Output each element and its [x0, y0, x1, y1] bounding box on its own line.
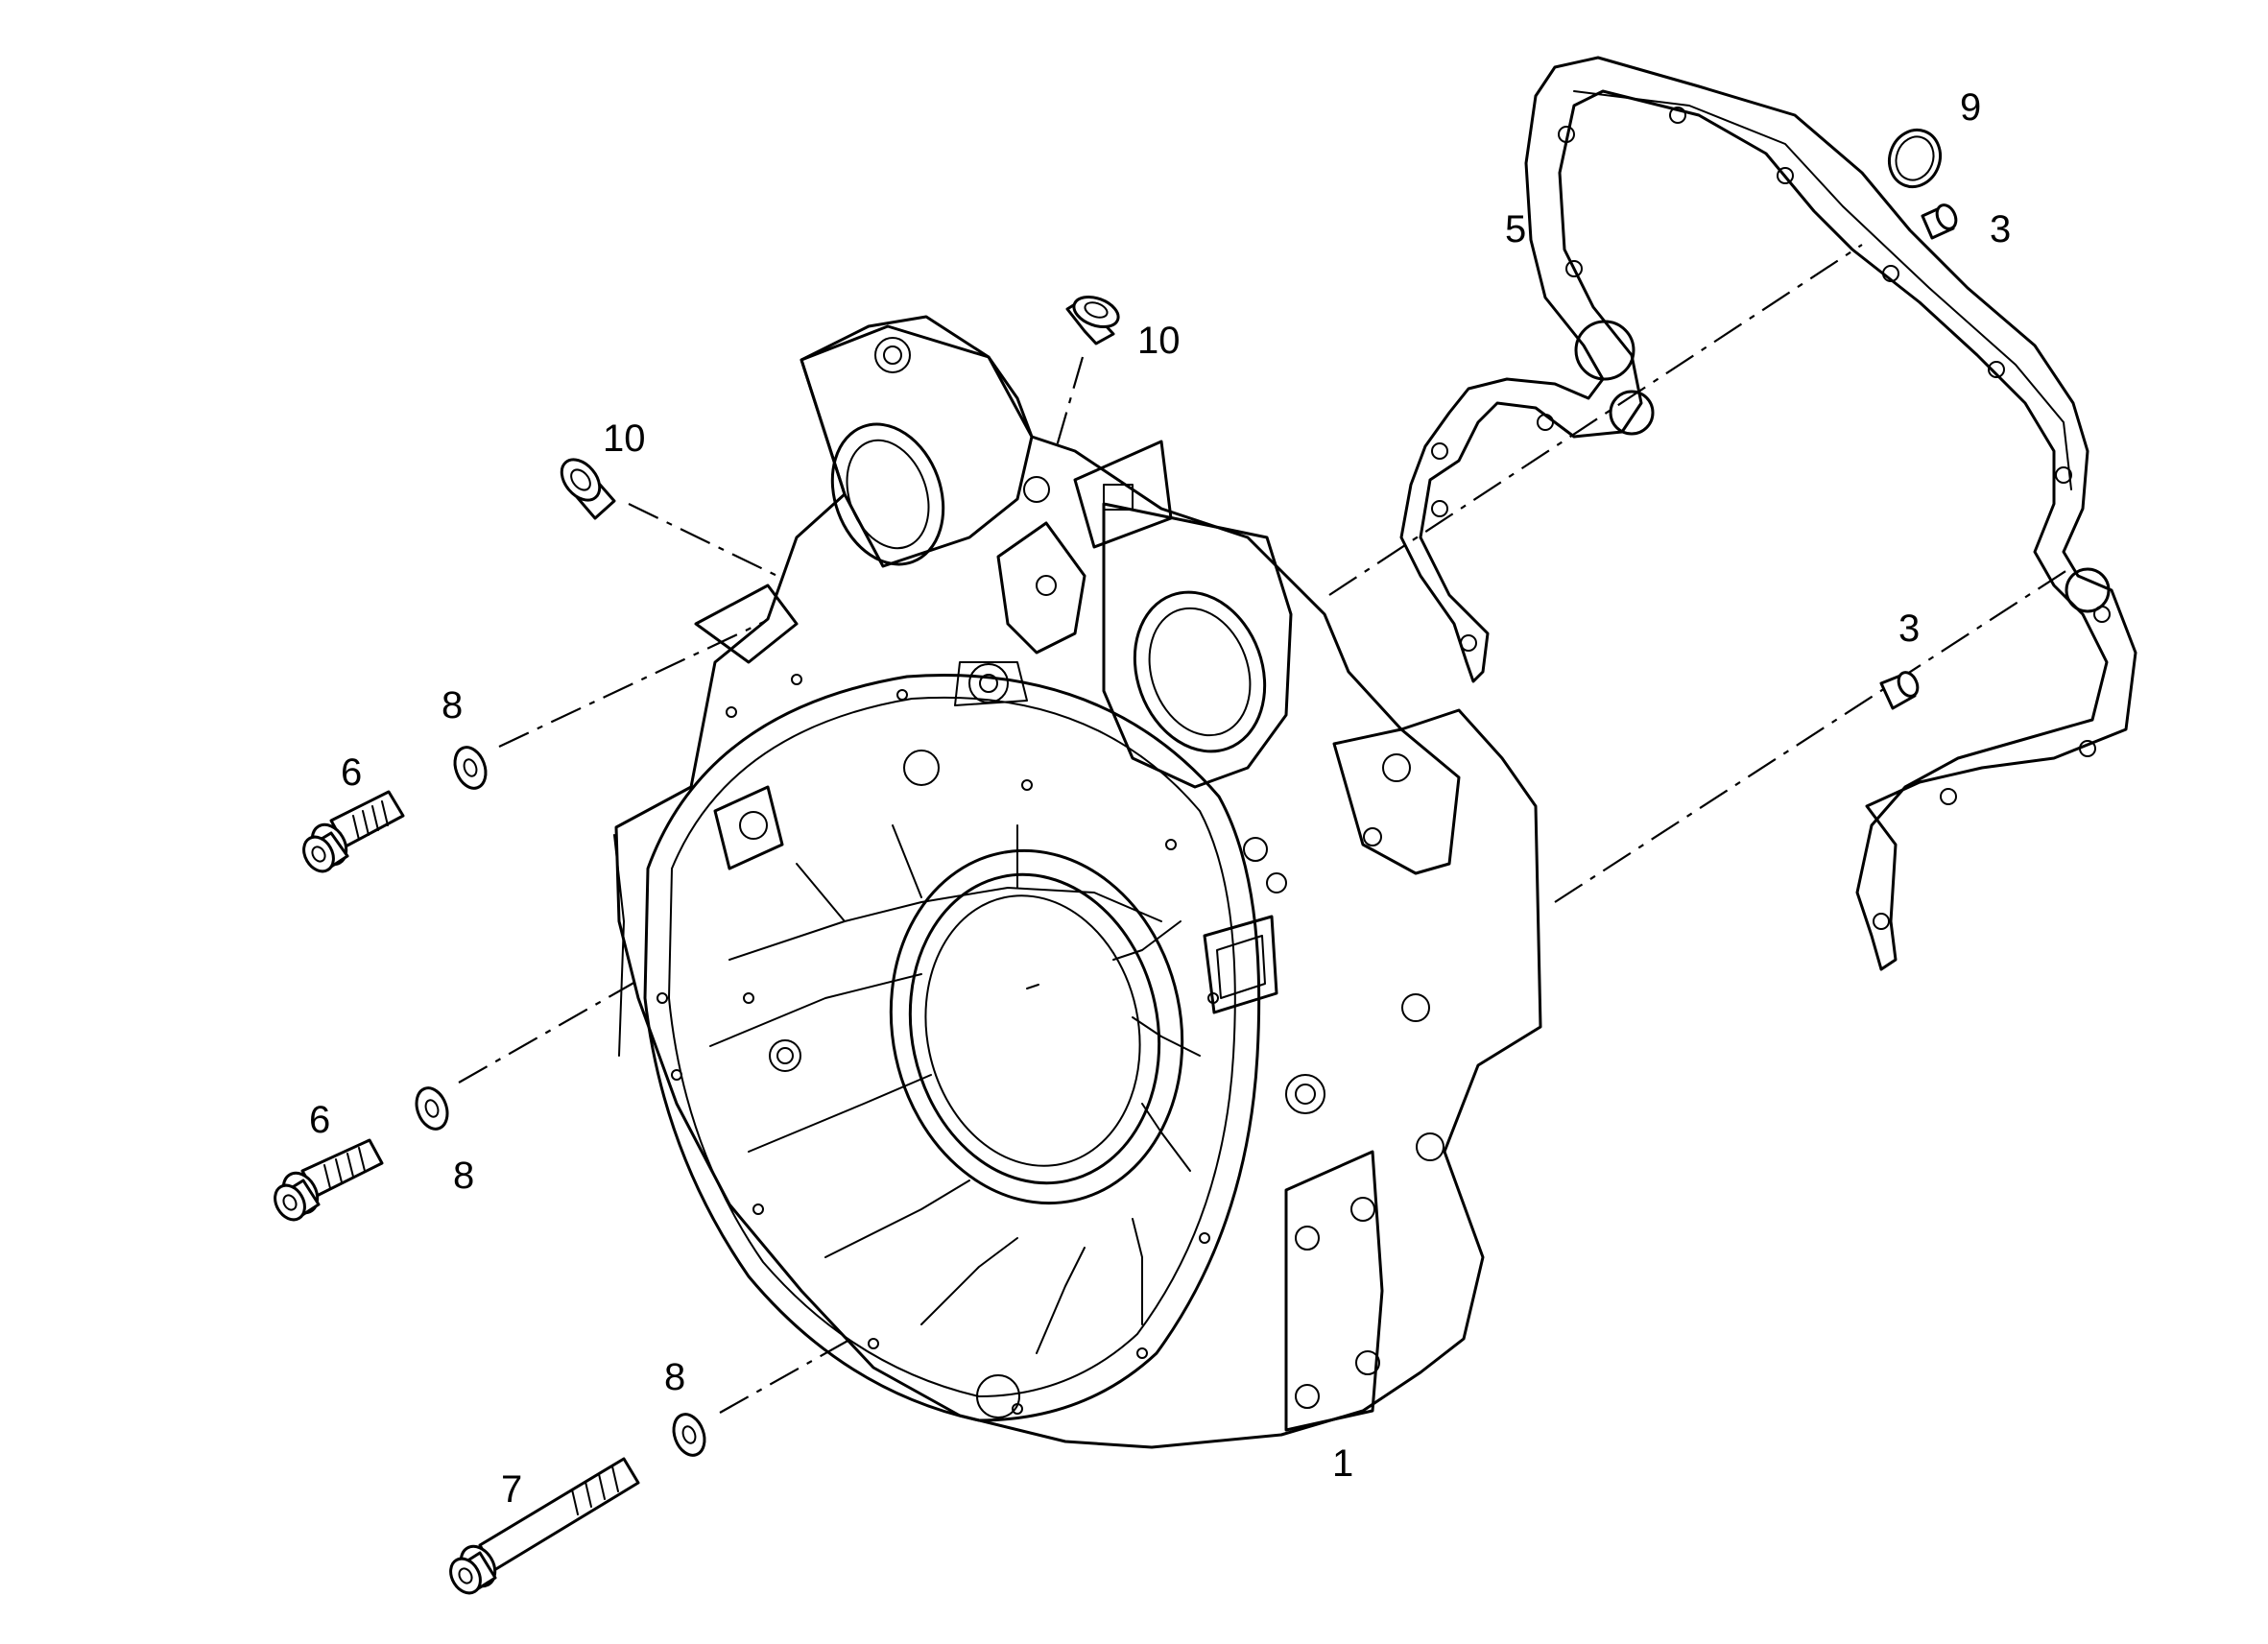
- callout-10-top: 10: [1137, 320, 1181, 362]
- washer-upper: [453, 746, 488, 790]
- centerline-gasket-top: [1328, 244, 1863, 596]
- callout-3-lower: 3: [1898, 608, 1920, 650]
- screw-middle: [274, 1138, 384, 1222]
- callout-1: 1: [1332, 1442, 1353, 1485]
- callout-3-upper: 3: [1990, 208, 2011, 250]
- callouts: 1 3 3 5 6 6 7 8 8 8 9 10 10: [309, 86, 2011, 1511]
- housing-outline: [614, 315, 1542, 1449]
- callout-8-upper: 8: [442, 684, 463, 727]
- flange-ring: [643, 674, 1261, 1422]
- callout-8-lower: 8: [664, 1356, 685, 1398]
- dowel-sleeve-upper: [1921, 203, 1958, 240]
- flange-ring-inner: [668, 696, 1236, 1397]
- washer-lower: [672, 1413, 706, 1457]
- top-bracket: [800, 324, 1293, 789]
- crank-seal-bore: [889, 848, 1184, 1205]
- callout-8-middle: 8: [453, 1155, 474, 1197]
- gasket: [1399, 56, 2137, 971]
- callout-6-upper: 6: [341, 751, 362, 794]
- callout-9: 9: [1960, 86, 1981, 129]
- callout-6-lower: 6: [309, 1099, 330, 1141]
- plug-top: [1065, 295, 1120, 345]
- flange-bolt-holes: [657, 674, 1219, 1415]
- flywheel-housing: [613, 315, 1542, 1449]
- callout-7: 7: [501, 1468, 522, 1511]
- gasket-inner-edge: [1573, 90, 2072, 490]
- screw-long: [449, 1457, 640, 1595]
- dowel-sleeve-lower: [1879, 671, 1920, 710]
- left-details: [613, 584, 1020, 1418]
- screw-upper: [302, 790, 405, 873]
- washer-middle: [415, 1086, 449, 1131]
- centerline-gasket-right: [1554, 565, 2074, 903]
- callout-10-left: 10: [603, 417, 646, 460]
- gasket-bolt-holes: [1431, 107, 2111, 930]
- callout-5: 5: [1505, 208, 1526, 250]
- o-ring: [1888, 128, 1942, 189]
- right-bosses: [1203, 727, 1461, 1432]
- plug-left: [560, 458, 616, 520]
- centerline-plug-left: [628, 503, 788, 582]
- gasket-outer: [1399, 56, 2137, 971]
